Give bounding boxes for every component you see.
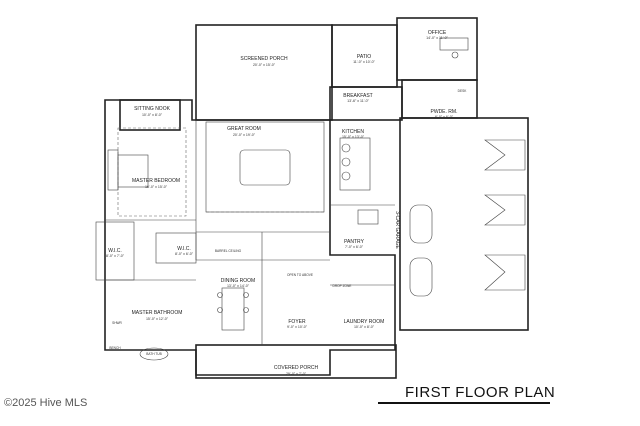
laundry-dim: 10'-0" x 8'-0" xyxy=(354,325,375,329)
covered-porch-name: COVERED PORCH xyxy=(274,365,319,371)
kitchen-name: KITCHEN xyxy=(342,129,364,135)
great-room-dim: 20'-0" x 19'-0" xyxy=(233,133,256,137)
pwde-name: PWDE. RM. xyxy=(431,109,458,115)
mls-watermark: ©2025 Hive MLS xyxy=(4,397,88,409)
covered-porch-dim: 29'-0" x 7'-0" xyxy=(286,372,307,376)
sitting-nook-dim: 10'-0" x 8'-0" xyxy=(142,113,163,117)
title-underline xyxy=(378,402,550,404)
breakfast-dim: 13'-6" x 11'-0" xyxy=(347,99,370,103)
patio-name: PATIO xyxy=(357,54,371,60)
patio-dim: 11'-0" x 10'-0" xyxy=(353,60,376,64)
bath-tub-label: BATH TUB xyxy=(146,352,161,356)
open-to-above-label: OPEN TO ABOVE xyxy=(287,273,313,277)
pantry-name: PANTRY xyxy=(344,239,364,245)
pwde-dim: 6'-0" x 6'-0" xyxy=(435,115,454,119)
furniture xyxy=(107,37,469,361)
pantry-dim: 7'-0" x 6'-0" xyxy=(345,245,364,249)
garage-name: 3-CAR GARAGE xyxy=(394,211,400,249)
drop-zone-label: DROP ZONE xyxy=(333,284,352,288)
foyer-name: FOYER xyxy=(288,319,306,325)
office-dim: 14'-0" x 11'-0" xyxy=(426,36,449,40)
desk-label: DESK xyxy=(458,89,468,93)
bench-label: BENCH xyxy=(109,346,121,350)
room-labels: OFFICE 14'-0" x 11'-0" PATIO 11'-0" x 10… xyxy=(106,30,467,376)
master-bath-name: MASTER BATHROOM xyxy=(132,310,183,316)
breakfast-name: BREAKFAST xyxy=(343,93,372,99)
garage-doors xyxy=(409,139,526,297)
laundry-name: LAUNDRY ROOM xyxy=(344,319,385,325)
kitchen-dim: 15'-0" x 13'-0" xyxy=(342,135,365,139)
office-name: OFFICE xyxy=(428,30,447,36)
screened-porch-name: SCREENED PORCH xyxy=(240,56,288,62)
master-bedroom-dim: 16'-0" x 15'-0" xyxy=(145,185,168,189)
dining-room-name: DINING ROOM xyxy=(221,278,255,284)
wic-mid-name: W.I.C. xyxy=(177,246,191,252)
shower-label: SHWR xyxy=(112,321,122,325)
wic-left-dim: 8'-0" x 7'-0" xyxy=(106,254,125,258)
dining-room-dim: 13'-0" x 14'-0" xyxy=(227,284,250,288)
great-room-name: GREAT ROOM xyxy=(227,126,261,132)
plan-title: FIRST FLOOR PLAN xyxy=(405,384,556,401)
sitting-nook-name: SITTING NOOK xyxy=(134,106,171,112)
master-bedroom-name: MASTER BEDROOM xyxy=(132,178,180,184)
master-bath-dim: 15'-0" x 12'-0" xyxy=(146,317,169,321)
wic-mid-dim: 8'-0" x 6'-0" xyxy=(175,252,194,256)
exterior-walls xyxy=(104,17,529,379)
wic-left-name: W.I.C. xyxy=(108,248,122,254)
screened-porch-dim: 20'-0" x 15'-0" xyxy=(253,63,276,67)
foyer-dim: 9'-0" x 10'-0" xyxy=(287,325,308,329)
barrel-ceiling-label: BARREL CEILING xyxy=(215,249,242,253)
